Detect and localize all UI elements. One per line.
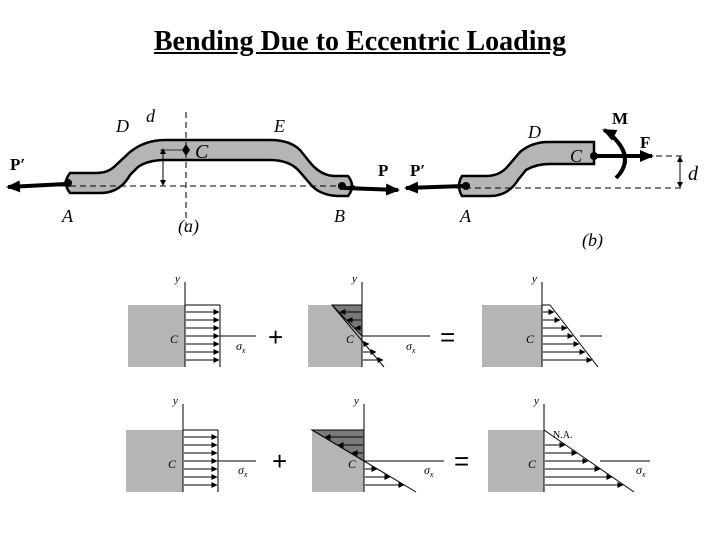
- label-d-a: d: [146, 106, 156, 126]
- neutral-axis-label: N.A.: [553, 430, 572, 441]
- caption-a: (a): [178, 216, 199, 237]
- y-label: y: [533, 395, 539, 407]
- label-d-b: d: [688, 163, 699, 185]
- caption-b: (b): [582, 230, 603, 251]
- centroid-label: C: [526, 332, 535, 346]
- label-M: M: [612, 109, 628, 128]
- centroid-label: C: [170, 332, 179, 346]
- moment-M-arrow: [602, 128, 627, 180]
- sigma-label: σx: [424, 463, 434, 479]
- row2-axial-stress-panel: y C σx: [126, 395, 256, 492]
- sigma-label: σx: [636, 463, 646, 479]
- row1-bending-stress-panel: y C σx: [308, 273, 430, 368]
- label-D-b: D: [527, 122, 541, 142]
- label-D-a: D: [115, 116, 129, 136]
- row2-combined-stress-panel: y C N.A. σx: [488, 395, 650, 493]
- label-A-a: A: [61, 206, 74, 226]
- figure-b: D C A P′ M F d (b): [404, 109, 699, 251]
- y-label: y: [351, 273, 357, 285]
- label-C-a: C: [195, 141, 209, 163]
- centroid-marker-a: [182, 144, 190, 156]
- force-P-prime-arrow: [6, 180, 67, 193]
- force-P-prime-b-arrow: [404, 181, 465, 194]
- y-label: y: [172, 395, 178, 407]
- label-P-a: P: [378, 161, 388, 180]
- row1-axial-stress-panel: y C σx: [128, 273, 256, 367]
- centroid-label: C: [168, 457, 177, 471]
- y-label: y: [531, 273, 537, 285]
- label-C-b: C: [570, 146, 583, 166]
- plus-sign-row1: +: [268, 322, 283, 352]
- y-label: y: [353, 395, 359, 407]
- centroid-label: C: [346, 332, 355, 346]
- centroid-label: C: [528, 457, 537, 471]
- label-P-prime-b: P′: [410, 161, 425, 180]
- force-P-arrow: [343, 183, 400, 196]
- label-P-prime-a: P′: [10, 155, 25, 174]
- plus-sign-row2: +: [272, 446, 287, 476]
- y-label: y: [174, 273, 180, 285]
- sigma-label: σx: [238, 463, 248, 479]
- member-b: [457, 140, 596, 198]
- stress-panels: y C σx + y C σx =: [126, 273, 650, 493]
- centroid-label: C: [348, 457, 357, 471]
- row1-combined-stress-panel: y C: [482, 273, 602, 368]
- label-E-a: E: [273, 116, 285, 136]
- sigma-label: σx: [406, 339, 416, 355]
- sigma-label: σx: [236, 339, 246, 355]
- equals-sign-row2: =: [454, 446, 469, 476]
- figure-a: D d C E A B P′ P (a): [6, 106, 400, 237]
- label-A-b: A: [459, 206, 472, 226]
- member-a: [64, 138, 354, 198]
- row2-bending-stress-panel: y C σx: [310, 395, 444, 493]
- label-B-a: B: [334, 206, 345, 226]
- page-title: Bending Due to Eccentric Loading: [153, 26, 567, 57]
- equals-sign-row1: =: [440, 322, 455, 352]
- label-F: F: [640, 133, 650, 152]
